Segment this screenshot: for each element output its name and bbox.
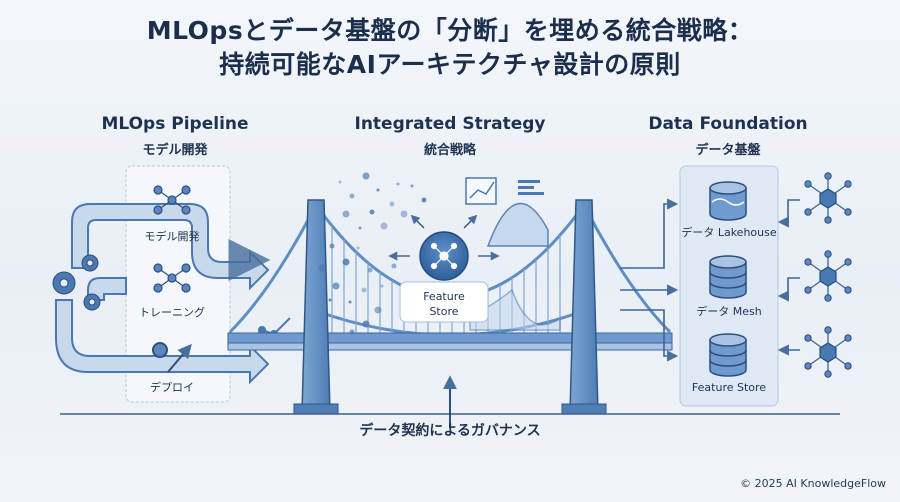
data-particle [421,197,427,203]
hub-label-store: Store [429,305,459,318]
data-node-cluster-icon [804,326,852,378]
data-particle [338,180,342,184]
copyright: © 2025 AI KnowledgeFlow [740,477,886,490]
store-lakehouse-label: データ Lakehouse [681,226,777,239]
data-foundation-heading: Data Foundation データ基盤 [608,114,848,158]
feature-store-database-icon [709,333,747,377]
step-model-development: モデル開発 [144,230,200,243]
data-particle [349,329,355,335]
data-particle [348,300,352,304]
data-particle [391,263,397,269]
page-title: MLOpsとデータ基盤の「分断」を埋める統合戦略： 持続可能なAIアーキテクチャ… [0,14,900,82]
data-particle [329,243,335,249]
distribution-curve-icon [469,202,561,331]
data-connectors [620,198,800,362]
data-particle [400,210,408,218]
store-feature-store-label: Feature Store [691,381,767,394]
feature-store-hub [388,214,500,323]
data-particle [332,282,340,290]
data-particle [367,267,373,273]
data-particle [369,209,375,215]
data-particle [349,193,355,199]
mesh-database-icon [709,255,747,299]
data-particle [361,287,367,293]
data-particle [358,226,362,230]
strategy-heading: Integrated Strategy 統合戦略 [330,114,570,158]
histogram-icon [518,180,544,195]
data-particle [318,264,326,272]
data-particle [380,222,388,230]
training-network-icon [153,263,191,293]
data-particle [374,306,382,314]
data-particle [328,298,332,302]
data-particle [376,188,380,192]
data-particle [362,320,370,328]
gear-icon [52,254,101,311]
lakehouse-database-icon [709,181,747,221]
title-line-2: 持続可能なAIアーキテクチャ設計の原則 [219,50,681,79]
deploy-icon [152,342,192,373]
mlops-heading-ja: モデル開発 [142,143,208,158]
store-mesh-label: データ Mesh [696,305,762,318]
strategy-heading-ja: 統合戦略 [423,143,476,158]
step-deploy: デプロイ [150,381,194,394]
pipeline-flow-arrows [55,203,270,385]
data-particle [342,210,350,218]
data-node-cluster-icon [804,250,852,302]
mlops-heading-en: MLOps Pipeline [101,114,249,134]
data-particle [380,284,384,288]
strategy-heading-en: Integrated Strategy [354,114,546,134]
data-foundation-heading-en: Data Foundation [648,114,808,134]
data-particle [342,258,350,266]
data-particle [362,172,370,180]
hub-label-feature: Feature [423,290,465,303]
mlops-heading: MLOps Pipeline モデル開発 [55,114,295,158]
data-particle [356,246,360,250]
data-particle [396,182,400,186]
governance-label: データ契約によるガバナンス [359,423,541,439]
data-node-cluster-icon [804,172,852,224]
step-training: トレーニング [139,306,205,319]
bridge-illustration [227,199,673,415]
neural-network-icon [153,185,191,215]
data-particles [318,172,427,335]
data-foundation-heading-ja: データ基盤 [695,143,761,158]
data-particle [389,201,395,207]
data-particle [336,316,340,320]
bar-chart-icon [465,177,497,205]
title-line-1: MLOpsとデータ基盤の「分断」を埋める統合戦略： [146,16,754,45]
data-particle [410,184,414,188]
